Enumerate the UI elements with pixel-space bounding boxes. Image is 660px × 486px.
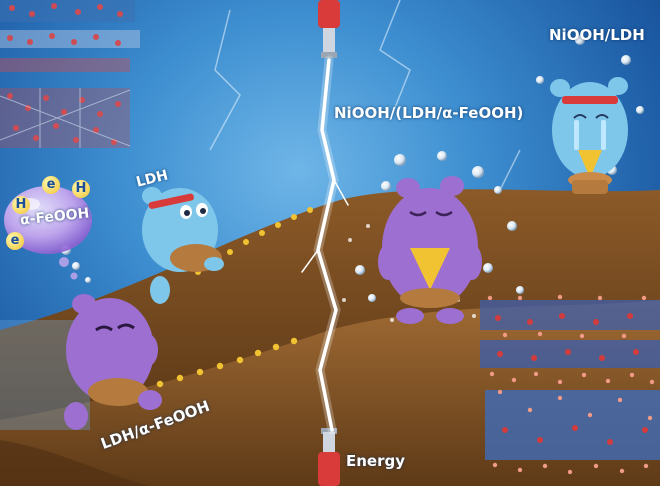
bubble-symbol-4: e	[6, 232, 24, 250]
purple-character-ldh-feooh	[64, 294, 162, 430]
label-energy: Energy	[346, 452, 406, 470]
lightning-background	[209, 0, 521, 191]
particle-trail-lower	[156, 337, 298, 388]
gas-bubbles	[61, 35, 644, 302]
central-lightning	[301, 55, 349, 435]
purple-character-center	[378, 176, 482, 324]
label-niooh-ldh: NiOOH/LDH	[549, 26, 645, 44]
bubble-symbol-3: H	[72, 180, 90, 198]
crystal-lattice-top-left	[0, 0, 140, 148]
bottom-electrode	[318, 428, 340, 486]
label-niooh-ldh-feooh: NiOOH/(LDH/α-FeOOH)	[334, 104, 524, 122]
bubble-symbol-1: H	[12, 196, 30, 214]
crystal-lattice-bottom-right	[480, 294, 660, 475]
bubble-symbol-2: e	[42, 176, 60, 194]
blue-character-ldh	[142, 187, 224, 304]
blue-character-crying	[550, 77, 628, 194]
top-electrode	[318, 0, 340, 58]
